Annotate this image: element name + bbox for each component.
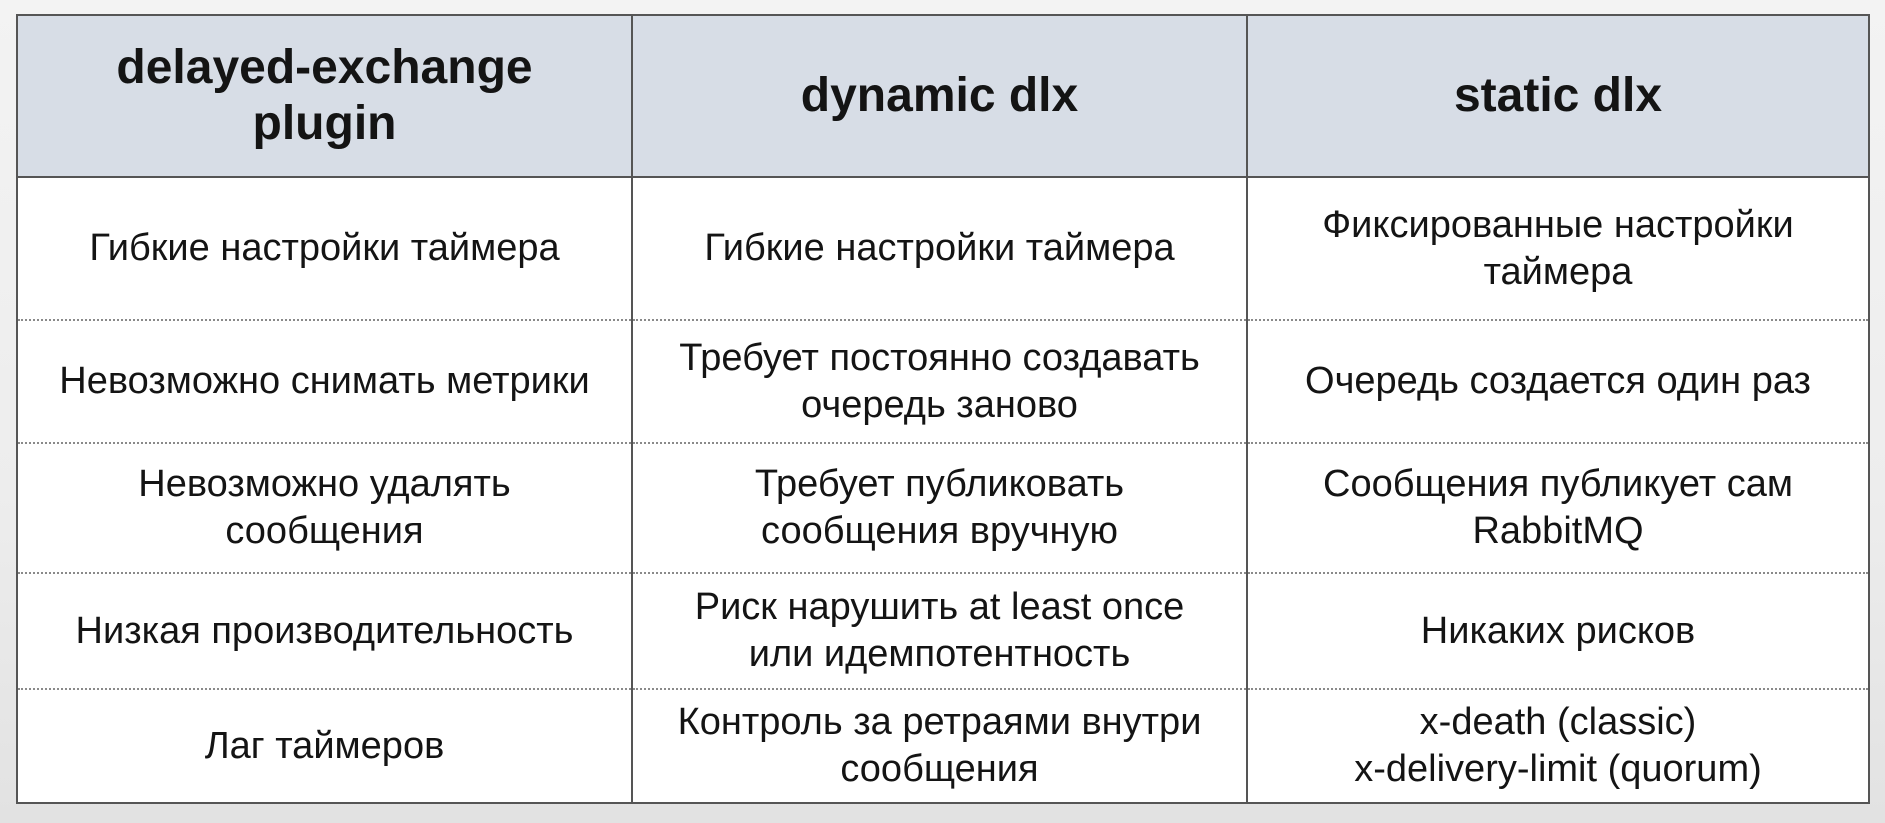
table-cell: Лаг таймеров [17,689,633,803]
header-row: delayed-exchange plugin dynamic dlx stat… [17,15,1869,178]
table-row: Невозможно удалять сообщения Требует пуб… [17,443,1869,574]
table-cell: Сообщения публикует сам RabbitMQ [1247,443,1869,574]
header-delayed-exchange-plugin: delayed-exchange plugin [17,15,633,178]
table-cell: Риск нарушить at least once или идемпоте… [632,573,1248,690]
table-body: Гибкие настройки таймера Гибкие настройк… [17,177,1869,803]
table-cell: Низкая производительность [17,573,633,690]
table-cell: Никаких рисков [1247,573,1869,690]
table-cell: Фиксированные настройки таймера [1247,177,1869,321]
comparison-table: delayed-exchange plugin dynamic dlx stat… [16,14,1870,804]
table-cell: Невозможно снимать метрики [17,320,633,444]
table-row: Лаг таймеров Контроль за ретраями внутри… [17,689,1869,803]
table-cell: Требует публиковать сообщения вручную [632,443,1248,574]
table-header: delayed-exchange plugin dynamic dlx stat… [17,15,1869,178]
table-row: Низкая производительность Риск нарушить … [17,573,1869,690]
header-dynamic-dlx: dynamic dlx [632,15,1248,178]
table-cell: x-death (classic) x-delivery-limit (quor… [1354,701,1762,790]
table-cell: Очередь создается один раз [1247,320,1869,444]
table-cell: Контроль за ретраями внутри сообщения [632,689,1248,803]
table-cell: Гибкие настройки таймера [632,177,1248,321]
table-row: Гибкие настройки таймера Гибкие настройк… [17,177,1869,321]
table-cell: Невозможно удалять сообщения [17,443,633,574]
table-cell: Гибкие настройки таймера [17,177,633,321]
table-row: Невозможно снимать метрики Требует посто… [17,320,1869,444]
header-static-dlx: static dlx [1247,15,1869,178]
table-cell: Требует постоянно создавать очередь зано… [632,320,1248,444]
